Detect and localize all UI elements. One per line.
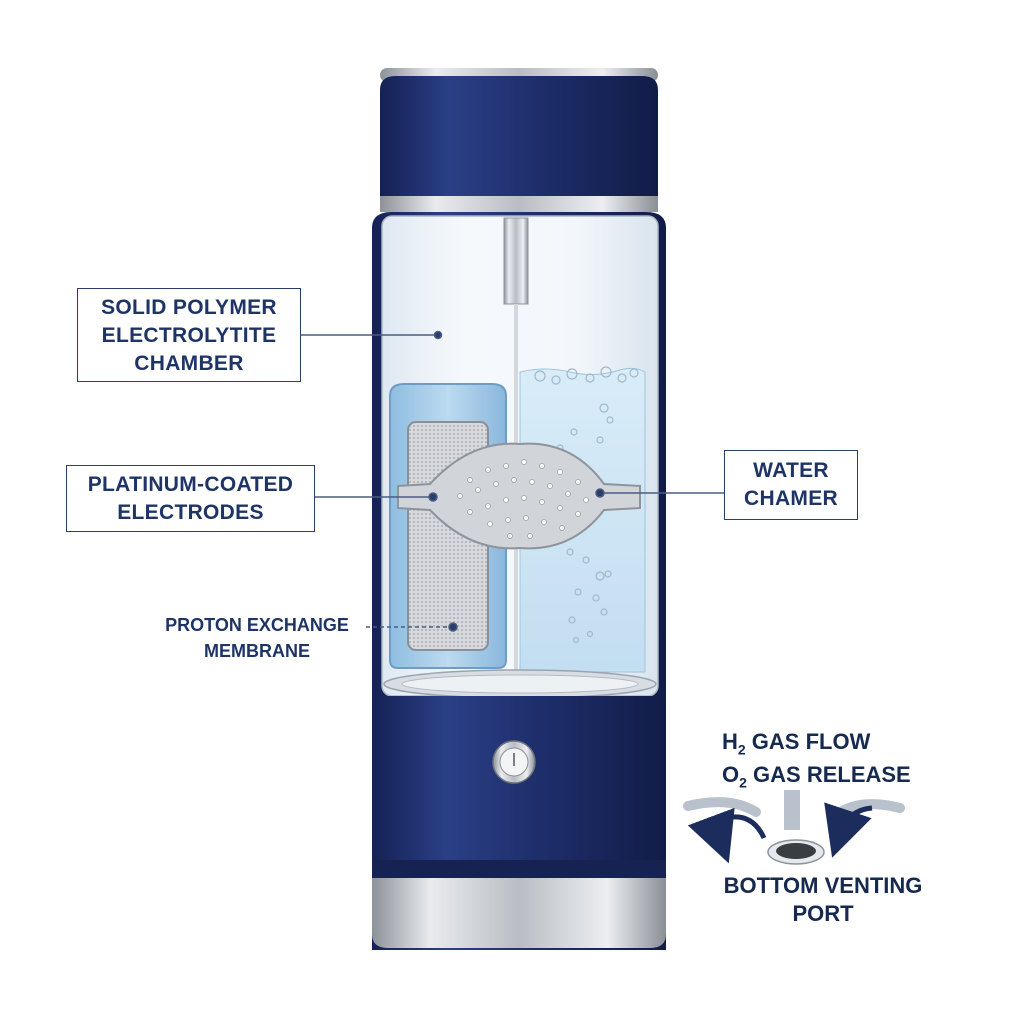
leader-lines (301, 330, 724, 632)
water-chamber-line-2: CHAMER (744, 487, 838, 510)
h2-prefix: H (722, 729, 738, 754)
curved-arrow-icon (687, 807, 767, 864)
vent-port-line-2: PORT (792, 901, 854, 926)
electrolyte-chamber-line-3: CHAMBER (134, 352, 244, 375)
electrodes-line-2: ELECTRODES (117, 501, 264, 524)
water-chamber-label: WATER CHAMER (724, 450, 858, 520)
h2-subscript: 2 (737, 741, 746, 758)
bottle-base (372, 696, 666, 948)
bottle-cap (380, 68, 658, 212)
membrane-line-1: PROTON EXCHANGE (165, 615, 349, 635)
vent-hole-icon (767, 839, 825, 865)
electrolyte-chamber-line-1: SOLID POLYMER (101, 296, 277, 319)
o2-prefix: O (722, 762, 740, 787)
down-arrow-icon (824, 802, 873, 858)
h2-suffix: GAS FLOW (745, 729, 871, 754)
membrane-label: PROTON EXCHANGE MEMBRANE (150, 612, 364, 664)
o2-subscript: 2 (739, 774, 747, 791)
h2-gas-flow-label: H2 GAS FLOW (722, 729, 870, 757)
o2-gas-release-label: O2 GAS RELEASE (722, 762, 911, 790)
vent-flow-graphic (683, 790, 905, 865)
electrolyte-chamber-line-2: ELECTROLYTITE (101, 324, 277, 347)
o2-suffix: GAS RELEASE (746, 762, 911, 787)
electrolyte-chamber-label: SOLID POLYMER ELECTROLYTITE CHAMBER (77, 288, 301, 382)
electrode-disc (397, 442, 641, 550)
vent-port-line-1: BOTTOM VENTING (723, 873, 923, 898)
power-button-icon[interactable] (492, 740, 536, 784)
electrodes-label: PLATINUM-COATED ELECTRODES (66, 465, 315, 532)
vent-port-label: BOTTOM VENTING PORT (706, 872, 940, 928)
electrodes-line-1: PLATINUM-COATED (87, 473, 294, 496)
water-chamber-line-1: WATER (753, 459, 829, 482)
membrane-line-2: MEMBRANE (204, 641, 310, 661)
